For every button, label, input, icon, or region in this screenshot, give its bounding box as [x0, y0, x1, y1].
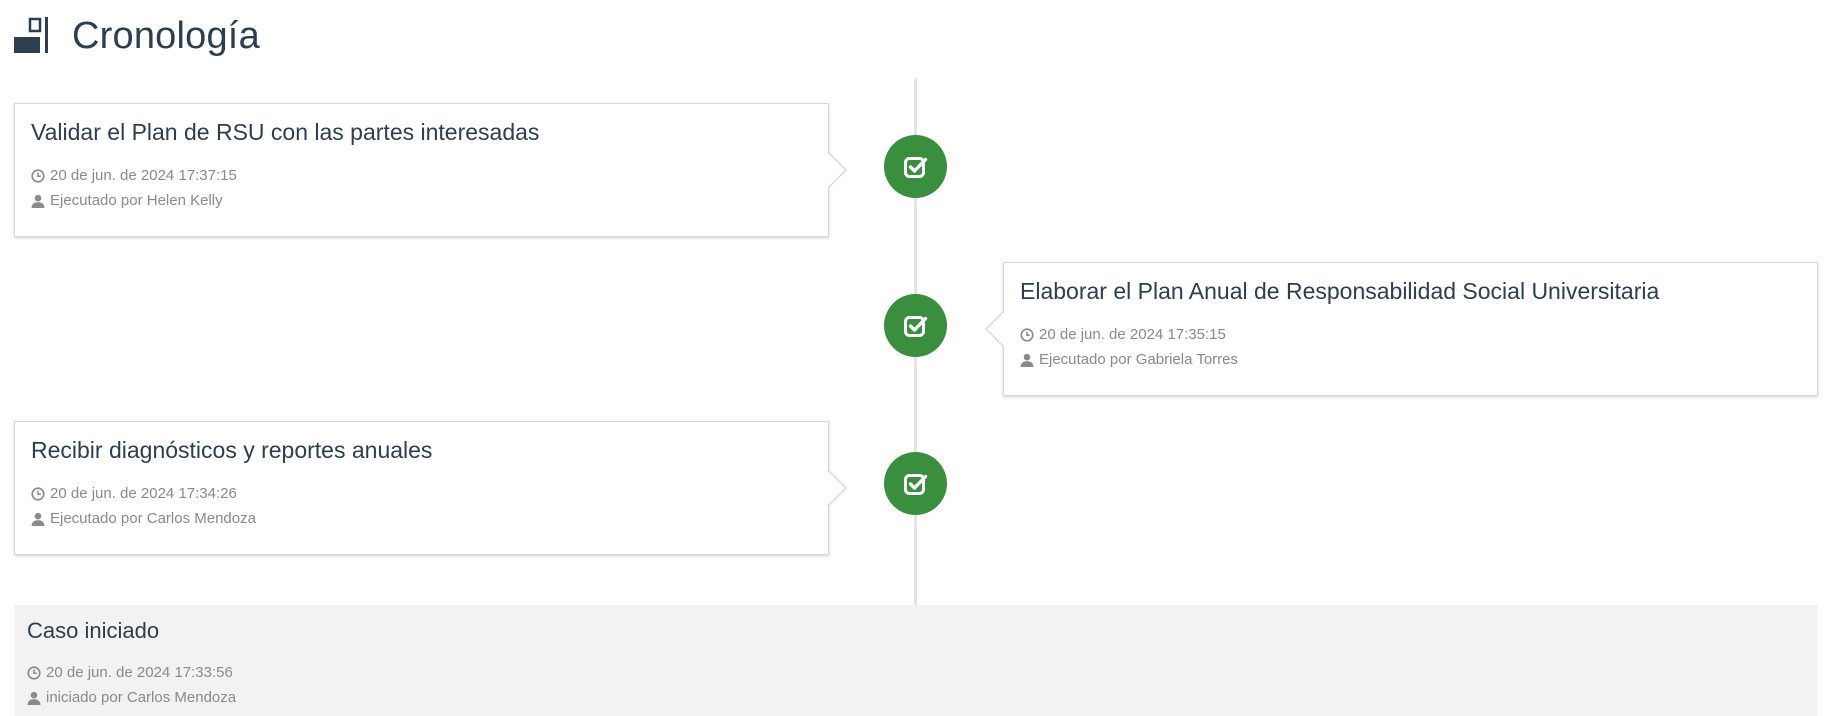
event-executor-row: Ejecutado por Carlos Mendoza: [31, 506, 812, 531]
event-title: Recibir diagnósticos y reportes anuales: [31, 437, 433, 463]
case-start-initiator-row: iniciado por Carlos Mendoza: [27, 685, 1805, 710]
case-start-timestamp: 20 de jun. de 2024 17:33:56: [46, 664, 233, 681]
timeline-icon: [14, 17, 48, 53]
event-timestamp: 20 de jun. de 2024 17:35:15: [1039, 326, 1226, 343]
event-timestamp: 20 de jun. de 2024 17:37:15: [50, 167, 237, 184]
event-title: Validar el Plan de RSU con las partes in…: [31, 119, 540, 145]
event-status-badge: [884, 135, 947, 198]
event-status-badge: [884, 452, 947, 515]
card-pointer: [827, 151, 847, 189]
timeline-event-card[interactable]: Elaborar el Plan Anual de Responsabilida…: [985, 262, 1818, 396]
event-executor: Ejecutado por Carlos Mendoza: [50, 510, 256, 527]
event-timestamp: 20 de jun. de 2024 17:34:26: [50, 485, 237, 502]
event-executor-row: Ejecutado por Helen Kelly: [31, 188, 812, 213]
timeline-event-card[interactable]: Validar el Plan de RSU con las partes in…: [14, 103, 847, 237]
event-timestamp-row: 20 de jun. de 2024 17:34:26: [31, 481, 812, 506]
page-header: Cronología: [14, 8, 260, 64]
clock-icon: [31, 168, 45, 183]
event-status-badge: [884, 294, 947, 357]
timeline-event-card[interactable]: Recibir diagnósticos y reportes anuales …: [14, 421, 847, 555]
page-title: Cronología: [72, 14, 260, 57]
event-title: Elaborar el Plan Anual de Responsabilida…: [1020, 278, 1660, 304]
card-pointer: [985, 310, 1005, 348]
event-timestamp-row: 20 de jun. de 2024 17:35:15: [1020, 322, 1801, 347]
event-executor: Ejecutado por Gabriela Torres: [1039, 351, 1238, 368]
check-square-icon: [903, 473, 927, 495]
event-executor: Ejecutado por Helen Kelly: [50, 192, 223, 209]
user-icon: [1020, 353, 1034, 367]
clock-icon: [27, 665, 41, 680]
case-start-timestamp-row: 20 de jun. de 2024 17:33:56: [27, 660, 1805, 685]
case-start-block: Caso iniciado 20 de jun. de 2024 17:33:5…: [14, 605, 1818, 716]
case-start-initiator: iniciado por Carlos Mendoza: [46, 689, 237, 706]
clock-icon: [31, 486, 45, 501]
case-start-title: Caso iniciado: [27, 618, 160, 643]
event-timestamp-row: 20 de jun. de 2024 17:37:15: [31, 163, 812, 188]
user-icon: [27, 691, 41, 705]
clock-icon: [1020, 327, 1034, 342]
card-pointer: [827, 469, 847, 507]
check-square-icon: [903, 156, 927, 178]
user-icon: [31, 194, 45, 208]
user-icon: [31, 512, 45, 526]
event-executor-row: Ejecutado por Gabriela Torres: [1020, 347, 1801, 372]
check-square-icon: [903, 315, 927, 337]
